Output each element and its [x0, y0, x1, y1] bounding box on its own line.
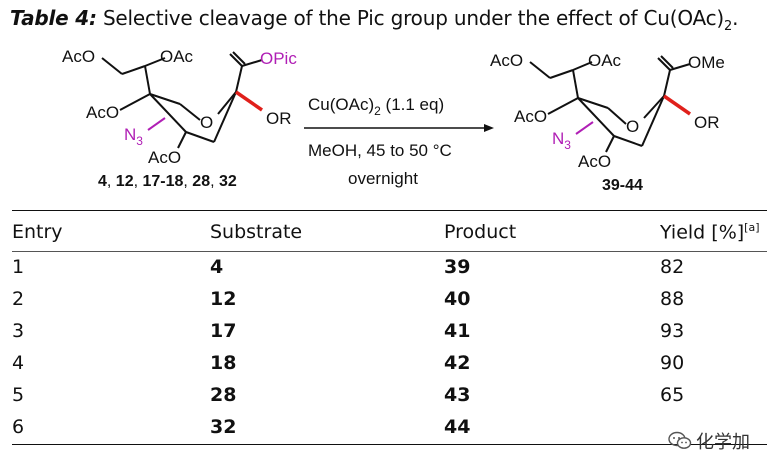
- product-compound-numbers: 39-44: [602, 177, 643, 194]
- substrate-labels: AcO OAc OPic AcO O OR N3 AcO: [62, 47, 297, 167]
- product-ome: OMe: [688, 53, 725, 72]
- header-product: Product: [444, 221, 517, 244]
- wechat-icon: [668, 431, 692, 449]
- reagent-label: Cu(OAc)2 (1.1 eq): [308, 95, 444, 118]
- substrate-aco-top: AcO: [62, 47, 95, 66]
- reaction-scheme: AcO OAc OPic AcO O OR N3 AcO 4, 12, 17-1…: [62, 47, 725, 194]
- table-row: 2 12 40 88: [12, 284, 767, 316]
- cell-yield: 88: [660, 288, 685, 311]
- substrate-oac-top: OAc: [160, 47, 194, 66]
- cell-product: 41: [444, 320, 471, 343]
- cell-yield: 93: [660, 320, 685, 343]
- cell-substrate: 4: [210, 256, 224, 279]
- cell-entry: 3: [12, 320, 25, 343]
- cell-product: 40: [444, 288, 471, 311]
- cell-substrate: 18: [210, 352, 237, 375]
- product-structure: [529, 55, 691, 153]
- substrate-ring-o: O: [200, 113, 213, 132]
- cell-yield: 65: [660, 384, 685, 407]
- caption-text: Selective cleavage of the Pic group unde…: [96, 6, 725, 30]
- table-caption: Table 4: Selective cleavage of the Pic g…: [10, 6, 739, 34]
- watermark: 化学加: [668, 428, 750, 454]
- cell-substrate: 17: [210, 320, 237, 343]
- substrate-aco-bottom: AcO: [148, 148, 181, 167]
- cell-product: 44: [444, 416, 471, 439]
- time-label: overnight: [348, 169, 418, 188]
- header-substrate: Substrate: [210, 221, 303, 244]
- cell-substrate: 12: [210, 288, 237, 311]
- substrate-structure: [101, 51, 263, 149]
- table-row: 3 17 41 93: [12, 316, 767, 348]
- reaction-arrow: [304, 124, 494, 132]
- product-highlight-bond: [663, 94, 691, 116]
- substrate-azide: N3: [124, 125, 143, 148]
- product-labels: AcO OAc OMe AcO O OR N3 AcO: [490, 51, 725, 171]
- cell-entry: 6: [12, 416, 25, 439]
- table-row: 5 28 43 65: [12, 380, 767, 412]
- cell-product: 43: [444, 384, 471, 407]
- table-row: 6 32 44: [12, 412, 767, 445]
- results-table-container: Entry Substrate Product Yield [%][a] 1 4…: [12, 210, 767, 445]
- product-aco-top: AcO: [490, 51, 523, 70]
- cell-entry: 4: [12, 352, 25, 375]
- cell-product: 39: [444, 256, 471, 279]
- yield-footnote: [a]: [744, 221, 760, 234]
- results-table: Entry Substrate Product Yield [%][a] 1 4…: [12, 210, 767, 445]
- cell-yield: 82: [660, 256, 685, 279]
- header-entry: Entry: [12, 221, 63, 244]
- watermark-text: 化学加: [696, 432, 750, 453]
- caption-subscript: 2: [724, 19, 733, 34]
- solvent-temperature-label: MeOH, 45 to 50 °C: [308, 141, 452, 160]
- product-azide: N3: [552, 129, 571, 152]
- header-yield: Yield [%][a]: [660, 221, 760, 244]
- substrate-or: OR: [266, 109, 292, 128]
- substrate-opic: OPic: [260, 49, 297, 68]
- caption-end: .: [732, 6, 739, 30]
- cell-substrate: 32: [210, 416, 237, 439]
- substrate-compound-numbers: 4, 12, 17-18, 28, 32: [98, 173, 237, 190]
- product-oac-top: OAc: [588, 51, 622, 70]
- product-or: OR: [694, 113, 720, 132]
- substrate-highlight-bond: [235, 90, 263, 112]
- table-label: Table 4:: [10, 6, 97, 30]
- table-row: 1 4 39 82: [12, 252, 767, 285]
- cell-entry: 1: [12, 256, 25, 279]
- cell-entry: 2: [12, 288, 25, 311]
- cell-product: 42: [444, 352, 471, 375]
- table-row: 4 18 42 90: [12, 348, 767, 380]
- cell-yield: 90: [660, 352, 685, 375]
- table-header-row: Entry Substrate Product Yield [%][a]: [12, 210, 767, 252]
- product-aco-left: AcO: [514, 107, 547, 126]
- product-aco-bottom: AcO: [578, 152, 611, 171]
- cell-entry: 5: [12, 384, 25, 407]
- cell-substrate: 28: [210, 384, 237, 407]
- product-ring-o: O: [626, 117, 639, 136]
- substrate-aco-left: AcO: [86, 103, 119, 122]
